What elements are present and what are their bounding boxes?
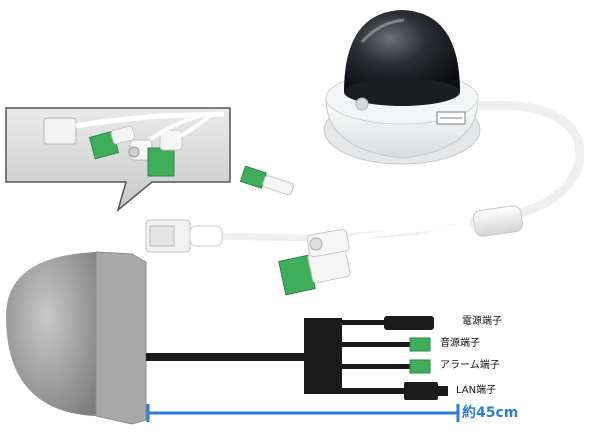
connector-closeup-photo [5,107,231,213]
length-dimension [146,404,460,422]
power-terminal-label: 電源端子 [462,316,502,327]
lan-connector-photo [145,219,223,253]
dome-camera [323,10,481,165]
lan-terminal-label: LAN端子 [456,385,497,396]
alarm-terminal-label: アラーム端子 [440,360,500,371]
dc-connector-photo [306,228,350,258]
power-terminal-photo [239,165,295,196]
cable-diagram [146,316,448,400]
power-branch-cable [290,189,471,225]
audio-terminal-label: 音源端子 [440,338,480,349]
cable-length-label: 約45cm [462,405,519,421]
alarm-branch-cable [339,223,471,243]
cable-ferrite [472,205,524,237]
camera-side-diagram [6,251,147,425]
